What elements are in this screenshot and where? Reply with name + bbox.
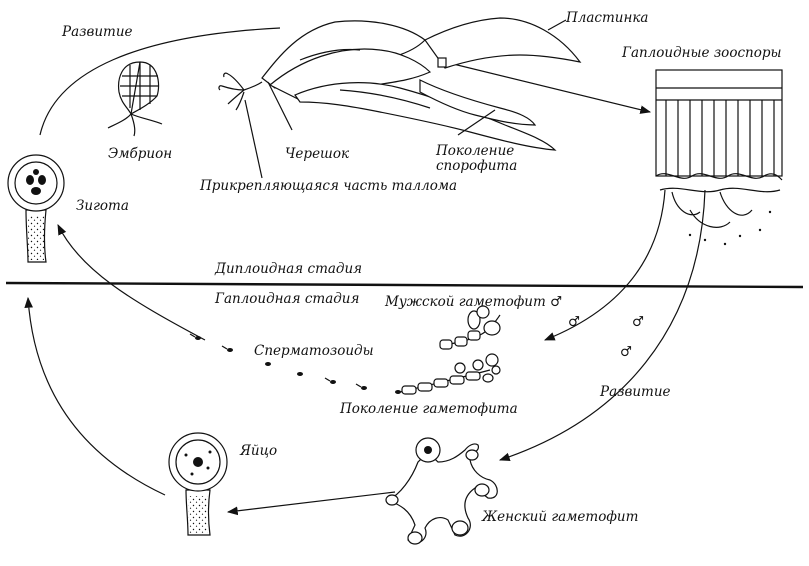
- egg-illustration: [168, 432, 228, 536]
- embryo-illustration: [107, 61, 163, 137]
- zoospores-tissue-illustration: [655, 69, 783, 246]
- label-haploid-zoospores: Гаплоидные зооспоры: [621, 45, 781, 61]
- label-male-gametophyte: Мужской гаметофит ♂: [384, 294, 562, 310]
- label-holdfast: Прикрепляющаяся часть таллома: [199, 178, 457, 194]
- arrow-zygote-to-sporophyte: [39, 27, 281, 136]
- arrow-egg-to-zygote: [24, 296, 166, 496]
- label-haploid-stage: Гаплоидная стадия: [214, 291, 359, 307]
- male-symbol-1: ♂: [568, 314, 580, 330]
- arrow-sporophyte-to-zoospores: [444, 61, 652, 114]
- female-gametophyte-illustration: [385, 437, 498, 545]
- stage-divider-line: [5, 281, 804, 289]
- label-development-bottom: Развитие: [599, 384, 671, 400]
- male-symbol-2: ♂: [632, 314, 644, 330]
- spermatozoids-illustration: [189, 333, 401, 394]
- label-sporophyte-generation: Поколение спорофита: [435, 143, 519, 174]
- label-spermatozoids: Сперматозоиды: [254, 343, 374, 359]
- stipe: [243, 81, 263, 91]
- gametophyte-chain-illustration: [399, 353, 501, 395]
- label-embryo: Эмбрион: [108, 146, 172, 162]
- label-zygote: Зигота: [76, 198, 129, 214]
- arrow-zoospores-to-male: [543, 189, 666, 341]
- label-gametophyte-generation: Поколение гаметофита: [339, 401, 518, 417]
- label-stipe: Черешок: [285, 146, 350, 162]
- sporophyte-illustration: [218, 17, 582, 179]
- male-symbol-3: ♂: [620, 344, 632, 360]
- arrow-zoospores-to-female: [498, 189, 706, 462]
- arrow-sperm-to-zygote: [57, 224, 206, 341]
- label-plate: Пластинка: [565, 10, 648, 26]
- label-female-gametophyte: Женский гаметофит: [481, 509, 638, 525]
- zygote-illustration: [7, 154, 65, 263]
- arrow-female-to-egg: [226, 491, 396, 516]
- holdfast: [218, 72, 245, 111]
- label-development-top: Развитие: [61, 24, 133, 40]
- label-diploid-stage: Диплоидная стадия: [214, 261, 362, 277]
- label-egg: Яйцо: [239, 443, 277, 459]
- male-gametophyte-illustration: [439, 305, 501, 350]
